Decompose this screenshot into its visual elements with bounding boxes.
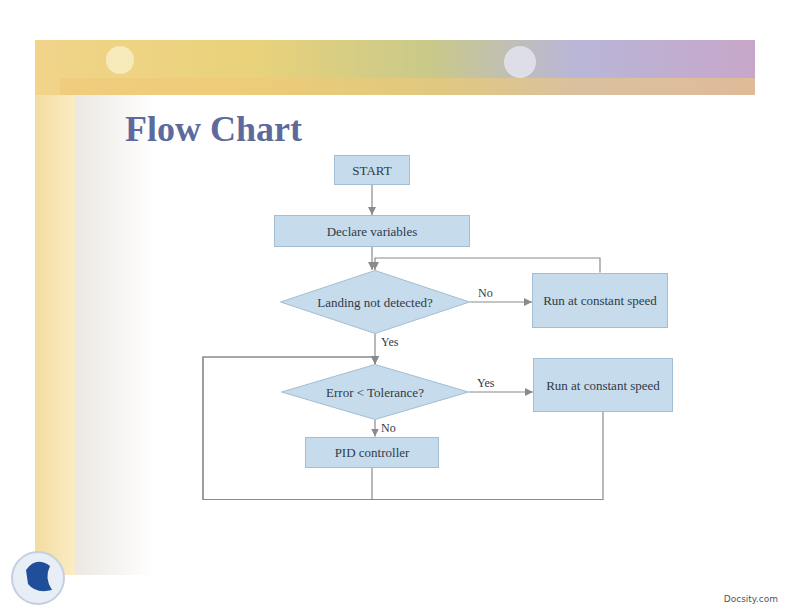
logo-disc (12, 552, 64, 604)
flow-arrow (374, 420, 375, 437)
flow-arrow (470, 301, 532, 302)
logo-mark (26, 562, 52, 591)
flow-arrow (371, 185, 372, 215)
flow-arrow (469, 391, 533, 392)
banner-flower (106, 46, 134, 74)
watermark: Docsity.com (724, 594, 778, 604)
banner-stripe (60, 78, 755, 95)
top-banner (35, 40, 755, 95)
node-text: Declare variables (327, 224, 418, 239)
gold-sidebar (35, 40, 75, 575)
node-text: Run at constant speed (543, 293, 657, 308)
decision-diamond: Error < Tolerance? (281, 364, 469, 420)
node-text: Run at constant speed (546, 378, 660, 393)
diamond-shape (281, 271, 470, 334)
node-text: Error < Tolerance? (326, 385, 424, 400)
slide-shade (75, 95, 155, 575)
flow-arrow (375, 258, 600, 273)
banner-flower (504, 46, 536, 78)
process-box: PID controller (305, 437, 439, 468)
process-box: Run at constant speed (532, 273, 668, 328)
decision-diamond: Landing not detected? (280, 270, 470, 334)
node-text: Landing not detected? (317, 295, 433, 310)
edge-label: Yes (379, 335, 400, 349)
process-box: START (334, 155, 410, 185)
process-box: Run at constant speed (533, 358, 673, 412)
node-text: PID controller (335, 445, 410, 460)
edge-label: No (476, 286, 495, 300)
edge-label: Yes (475, 376, 496, 390)
process-box: Declare variables (274, 215, 470, 247)
flow-arrow (371, 247, 372, 270)
edge-label: No (379, 421, 398, 435)
node-text: START (352, 163, 391, 178)
diamond-shape (282, 365, 469, 420)
slide-title: Flow Chart (125, 108, 302, 150)
